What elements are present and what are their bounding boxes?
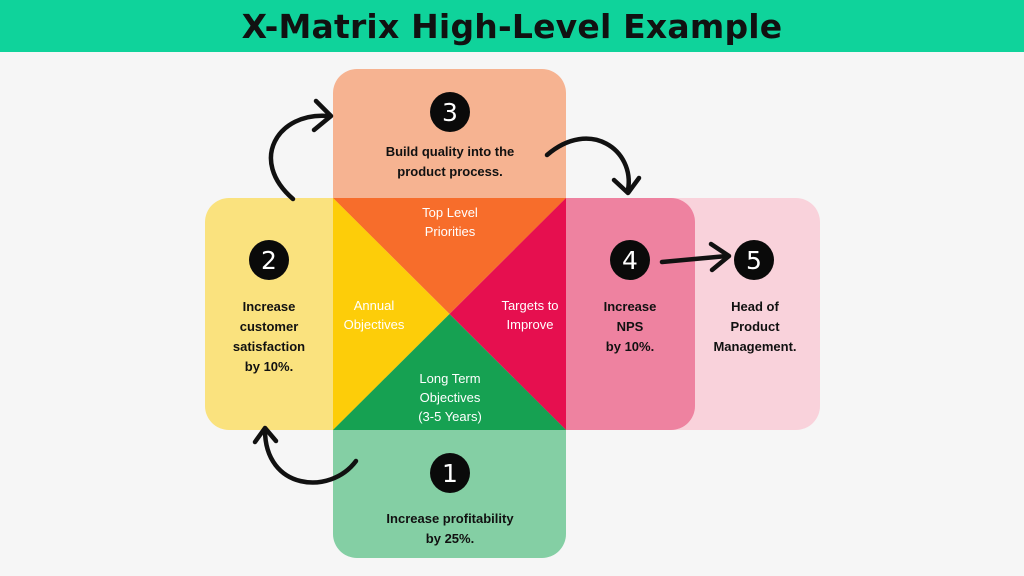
far-right-section-text: Head of Product Management. <box>713 299 797 354</box>
arrow-2-to-3-icon <box>268 98 334 202</box>
triangle-bottom <box>333 314 566 430</box>
triangle-left-label: Annual Objectives <box>343 298 405 332</box>
step-3-badge: 3 <box>430 92 470 132</box>
triangle-top <box>333 198 566 314</box>
left-section-text: Increase customer satisfaction by 10%. <box>232 299 306 374</box>
triangle-right-label: Targets to Improve <box>501 298 559 332</box>
triangle-bottom-label: Long Term Objectives (3-5 Years) <box>418 371 482 424</box>
triangle-left <box>333 198 450 430</box>
x-matrix-center <box>333 198 566 430</box>
triangle-right <box>449 198 566 430</box>
right-section-text: Increase NPS by 10%. <box>603 299 657 354</box>
step-1-badge: 1 <box>430 453 470 493</box>
title-banner: X-Matrix High-Level Example <box>0 0 1024 52</box>
page-title: X-Matrix High-Level Example <box>241 6 783 46</box>
step-2-badge: 2 <box>249 240 289 280</box>
bottom-section-text: Increase profitability by 25%. <box>386 511 514 546</box>
step-4-badge: 4 <box>610 240 650 280</box>
step-5-badge: 5 <box>734 240 774 280</box>
triangle-top-label: Top Level Priorities <box>422 205 478 239</box>
top-section-text: Build quality into the product process. <box>385 144 515 179</box>
